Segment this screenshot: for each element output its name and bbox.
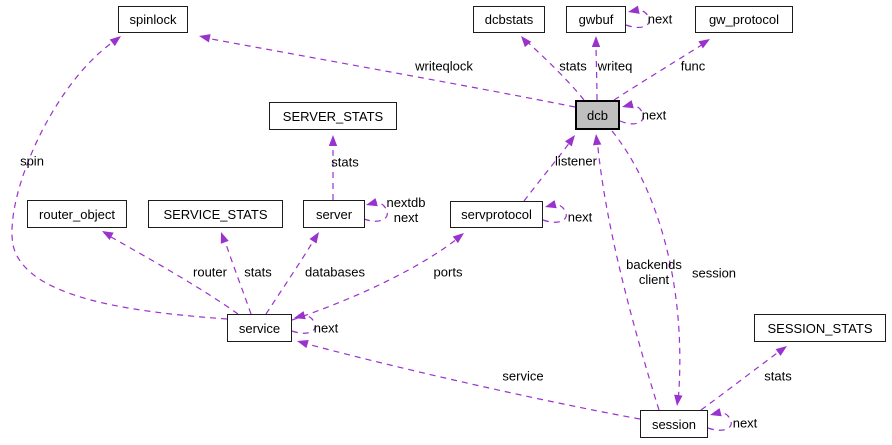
edge-dcb-spinlock <box>205 37 576 108</box>
edge-dcb-session <box>611 130 681 404</box>
arrowhead-session-session <box>710 408 722 417</box>
edge-session-SESSION_STATS <box>700 347 785 411</box>
node-service[interactable]: service <box>227 314 292 342</box>
node-servprotocol[interactable]: servprotocol <box>450 201 543 228</box>
node-SERVER_STATS[interactable]: SERVER_STATS <box>269 102 397 130</box>
node-dcbstats[interactable]: dcbstats <box>473 6 545 33</box>
edge-session-dcb <box>596 136 660 411</box>
arrowhead-server-server <box>366 198 378 207</box>
node-spinlock[interactable]: spinlock <box>118 6 188 33</box>
edge-service-spinlock <box>11 37 228 320</box>
arrowhead-gwbuf-gwbuf <box>628 5 640 14</box>
arrowhead-service-router_object <box>102 231 114 241</box>
arrowhead-service-spinlock <box>109 36 121 47</box>
arrowhead-dcb-gw_protocol <box>698 39 710 49</box>
node-SERVICE_STATS[interactable]: SERVICE_STATS <box>148 200 283 228</box>
node-session[interactable]: session <box>640 410 708 438</box>
arrowhead-dcb-dcb <box>622 100 634 109</box>
arrowhead-service-server <box>309 232 319 244</box>
arrowhead-dcb-session <box>674 394 683 406</box>
arrowhead-session-dcb <box>592 134 602 146</box>
arrowhead-service-service <box>294 311 306 320</box>
arrowhead-dcb-spinlock <box>199 34 211 43</box>
edge-dcb-gwbuf <box>595 38 598 101</box>
arrowhead-session-SESSION_STATS <box>775 346 787 356</box>
edge-service-SERVICE_STATS <box>222 234 252 315</box>
node-router_object[interactable]: router_object <box>27 200 127 228</box>
arrowhead-service-servprotocol <box>452 233 464 244</box>
arrowhead-session-service <box>297 339 309 349</box>
arrowhead-servprotocol-servprotocol <box>545 200 557 209</box>
edge-service-servprotocol <box>291 234 463 321</box>
edge-dcb-gw_protocol <box>613 40 709 101</box>
node-gw_protocol[interactable]: gw_protocol <box>695 6 793 33</box>
edge-session-service <box>299 341 641 420</box>
arrowhead-service-SERVICE_STATS <box>220 232 229 244</box>
edge-service-server <box>265 234 318 315</box>
node-server[interactable]: server <box>303 200 365 228</box>
node-SESSION_STATS[interactable]: SESSION_STATS <box>754 314 886 342</box>
edge-dcb-dcbstats <box>522 37 585 101</box>
node-dcb[interactable]: dcb <box>575 100 620 130</box>
arrowhead-dcb-gwbuf <box>591 36 601 47</box>
arrowhead-server-SERVER_STATS <box>328 135 338 146</box>
edge-servprotocol-dcb <box>523 137 574 202</box>
arrowhead-dcb-dcbstats <box>521 36 532 48</box>
edge-service-router_object <box>103 232 239 315</box>
arrowhead-servprotocol-dcb <box>565 135 575 147</box>
node-gwbuf[interactable]: gwbuf <box>566 6 626 33</box>
